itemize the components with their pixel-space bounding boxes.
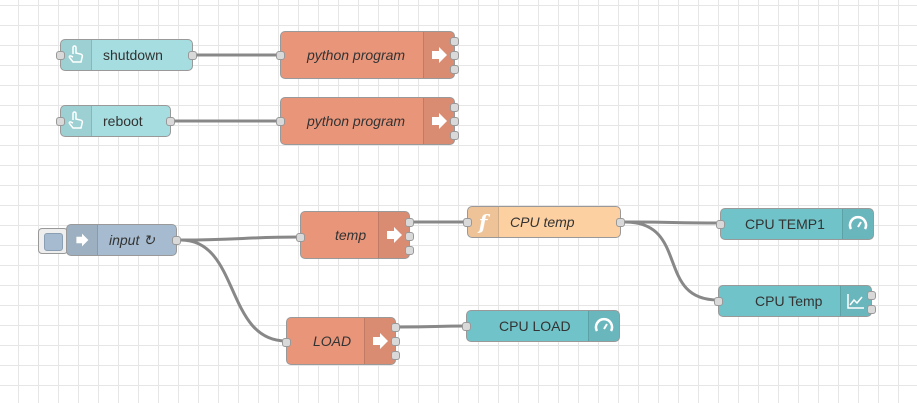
output-port-stdout[interactable]: [450, 37, 459, 46]
shutdown-node[interactable]: shutdown: [56, 39, 197, 71]
input-port[interactable]: [56, 117, 65, 126]
input-node[interactable]: input ↻: [66, 224, 181, 256]
output-port-rc[interactable]: [391, 351, 400, 360]
hand-pointer-icon: [61, 40, 92, 70]
cpu-temp1-gauge-node[interactable]: CPU TEMP1: [716, 208, 874, 240]
load-node[interactable]: LOAD: [282, 317, 400, 365]
wire-cputemp-cputemp1: [624, 220, 721, 225]
output-port-stderr[interactable]: [450, 117, 459, 126]
arrow-right-icon: [423, 98, 454, 144]
output-port-stdout[interactable]: [405, 218, 414, 227]
input-port[interactable]: [462, 322, 471, 331]
output-port-stdout[interactable]: [450, 103, 459, 112]
input-label: input ↻: [109, 231, 155, 248]
hand-pointer-icon: [61, 106, 92, 136]
cpu-temp-chart-label: CPU Temp: [755, 293, 823, 309]
input-port[interactable]: [276, 51, 285, 60]
wire-input-load: [180, 238, 287, 343]
temp-node[interactable]: temp: [296, 211, 414, 259]
cpu-temp-label: CPU temp: [510, 214, 575, 230]
input-port[interactable]: [714, 297, 723, 306]
output-port-rc[interactable]: [450, 131, 459, 140]
reboot-label: reboot: [103, 113, 143, 129]
gauge-icon: [588, 311, 619, 341]
cpu-load-label: CPU LOAD: [499, 318, 571, 334]
wire-cputemp-chart: [624, 220, 719, 302]
output-port-2[interactable]: [867, 305, 876, 314]
output-port-rc[interactable]: [450, 65, 459, 74]
input-port[interactable]: [56, 51, 65, 60]
output-port-stderr[interactable]: [405, 232, 414, 241]
python-program-node-2[interactable]: python program: [276, 97, 459, 145]
wire-load-cpuload: [399, 324, 467, 329]
wire-input-temp: [180, 235, 301, 242]
load-label: LOAD: [313, 333, 352, 349]
shutdown-label: shutdown: [103, 47, 163, 63]
function-icon: f: [468, 207, 499, 237]
input-port[interactable]: [282, 338, 291, 347]
cpu-temp1-label: CPU TEMP1: [745, 216, 825, 232]
inject-button[interactable]: [38, 228, 68, 254]
output-port[interactable]: [172, 236, 181, 245]
output-port[interactable]: [867, 291, 876, 300]
inject-button-square: [44, 233, 63, 251]
output-port[interactable]: [166, 117, 175, 126]
output-port[interactable]: [616, 218, 625, 227]
python-program-label: python program: [307, 113, 406, 129]
cpu-load-gauge-node[interactable]: CPU LOAD: [462, 310, 620, 342]
arrow-right-icon: [364, 318, 395, 364]
output-port-stderr[interactable]: [391, 337, 400, 346]
gauge-icon: [842, 209, 873, 239]
reboot-node[interactable]: reboot: [56, 105, 175, 137]
python-program-node-1[interactable]: python program: [276, 31, 459, 79]
output-port-rc[interactable]: [405, 246, 414, 255]
arrow-right-icon: [423, 32, 454, 78]
input-port[interactable]: [716, 220, 725, 229]
arrow-right-icon: [67, 225, 98, 255]
cpu-temp-chart-node[interactable]: CPU Temp: [714, 285, 876, 317]
output-port-stderr[interactable]: [450, 51, 459, 60]
input-port[interactable]: [463, 218, 472, 227]
output-port-stdout[interactable]: [391, 323, 400, 332]
input-port[interactable]: [276, 117, 285, 126]
chart-icon: [840, 286, 871, 316]
input-port[interactable]: [296, 233, 305, 242]
arrow-right-icon: [378, 212, 409, 258]
python-program-label: python program: [307, 47, 406, 63]
output-port[interactable]: [188, 51, 197, 60]
cpu-temp-function-node[interactable]: f CPU temp: [463, 206, 625, 238]
temp-label: temp: [335, 227, 367, 243]
